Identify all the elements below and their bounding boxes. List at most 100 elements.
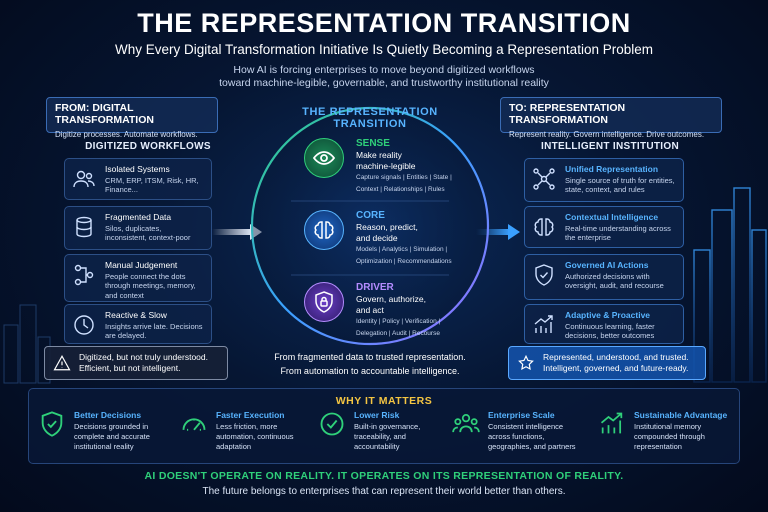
center-title: THE REPRESENTATION TRANSITION [302, 106, 438, 130]
left-summary-note: Digitized, but not truly understood. Eff… [44, 346, 228, 380]
shield-lock-icon [304, 282, 344, 322]
users-icon [71, 166, 97, 192]
shield-check-icon [41, 411, 63, 437]
eye-icon [304, 138, 344, 178]
stage-desc-1: Reason, predict, [356, 222, 418, 232]
benefit-desc-2: traceability, and [354, 431, 406, 441]
benefit-desc-1: Decisions grounded in [74, 422, 149, 431]
card-desc: Single source of truth for entities, sta… [565, 176, 675, 195]
card-desc: CRM, ERP, ITSM, Risk, HR, Finance... [105, 176, 199, 195]
benefit-better-decisions: Better Decisions Decisions grounded in c… [38, 410, 176, 451]
stage-sense: SENSE Make reality machine-legible Captu… [304, 138, 474, 195]
warning-icon [53, 355, 71, 371]
stage-name: DRIVER [356, 282, 394, 293]
benefit-lower-risk: Lower Risk Built-in governance, traceabi… [318, 410, 448, 451]
benefit-desc-3: institutional reality [74, 441, 134, 451]
benefit-title: Sustainable Advantage [634, 410, 728, 420]
page-subtitle: Why Every Digital Transformation Initiat… [115, 42, 653, 57]
stage-name: SENSE [356, 138, 390, 149]
benefit-desc-3: adaptation [216, 441, 252, 451]
left-note-line-2: Efficient, but not intelligent. [79, 363, 181, 373]
right-note-line-1: Represented, understood, and trusted. [543, 351, 689, 362]
star-icon [518, 354, 534, 371]
card-desc: Silos, duplicates, inconsistent, context… [105, 224, 191, 243]
to-box: TO: REPRESENTATION TRANSFORMATION Repres… [500, 97, 722, 139]
benefit-desc-1: Consistent intelligence [488, 422, 564, 431]
benefit-desc-2: automation, continuous [216, 431, 294, 441]
footer-headline: AI DOESN'T OPERATE ON REALITY. IT OPERAT… [144, 470, 624, 482]
benefit-title: Lower Risk [354, 410, 400, 420]
card-desc: Continuous learning, faster decisions, b… [565, 322, 655, 341]
benefit-title: Better Decisions [74, 410, 142, 420]
city-skyline-right-icon [693, 187, 767, 383]
benefit-sustainable-advantage: Sustainable Advantage Institutional memo… [598, 410, 734, 451]
brain-icon [304, 210, 344, 250]
benefit-desc-3: geographies, and partners [488, 441, 576, 451]
stage-items-2: Context | Relationships | Rules [356, 186, 445, 194]
stage-name: CORE [356, 210, 385, 221]
card-title: Manual Judgement [105, 260, 178, 270]
benefit-faster-execution: Faster Execution Less friction, more aut… [180, 410, 314, 451]
from-box-title: FROM: DIGITAL TRANSFORMATION [55, 102, 154, 126]
growth-chart-icon [531, 312, 557, 338]
network-icon [531, 166, 557, 192]
from-box: FROM: DIGITAL TRANSFORMATION Digitize pr… [46, 97, 218, 139]
stage-driver: DRIVER Govern, authorize, and act Identi… [304, 282, 474, 339]
center-caption-line-2: From automation to accountable intellige… [280, 365, 460, 376]
card-title: Unified Representation [565, 164, 659, 174]
card-desc: Insights arrive late. Decisions are dela… [105, 322, 203, 341]
page-title: THE REPRESENTATION TRANSITION [137, 8, 631, 38]
tagline-line-1: How AI is forcing enterprises to move be… [233, 64, 535, 76]
stage-items-2: Optimization | Recommendations [356, 258, 452, 266]
check-circle-icon [320, 412, 344, 436]
database-icon [71, 214, 97, 240]
left-note-line-1: Digitized, but not truly understood. [79, 351, 208, 362]
stage-items-1: Capture signals | Entities | State | [356, 174, 452, 182]
why-it-matters-panel: WHY IT MATTERS [28, 388, 740, 464]
benefit-desc-3: representation [634, 441, 682, 451]
benefit-desc-1: Institutional memory [634, 422, 702, 431]
to-box-title: TO: REPRESENTATION TRANSFORMATION [509, 102, 626, 126]
benefit-desc-3: accountability [354, 441, 400, 451]
speedometer-icon [182, 418, 206, 431]
stage-core: CORE Reason, predict, and decide Models … [304, 210, 474, 267]
stage-items-2: Delegation | Audit | Recourse [356, 330, 440, 338]
growth-chart-icon [600, 412, 623, 434]
card-title: Reactive & Slow [105, 310, 167, 320]
center-caption-line-1: From fragmented data to trusted represen… [274, 352, 466, 362]
right-note-line-2: Intelligent, governed, and future-ready. [543, 363, 689, 373]
arrow-right-icon [476, 224, 520, 240]
card-title: Fragmented Data [105, 212, 172, 222]
to-box-subtitle: Represent reality. Govern intelligence. … [509, 130, 705, 139]
benefit-desc-2: across functions, [488, 431, 545, 441]
left-section-heading: DIGITIZED WORKFLOWS [85, 141, 211, 152]
benefit-desc-2: complete and accurate [74, 431, 150, 441]
center-caption: From fragmented data to trusted represen… [250, 351, 490, 378]
footer-subline: The future belongs to enterprises that c… [202, 486, 566, 497]
right-summary-note: Represented, understood, and trusted. In… [508, 346, 706, 380]
card-title: Governed AI Actions [565, 260, 649, 270]
shield-check-icon [531, 262, 557, 288]
right-section-heading: INTELLIGENT INSTITUTION [540, 141, 679, 152]
team-icon [452, 414, 480, 433]
benefit-desc-1: Built-in governance, [354, 422, 421, 431]
card-desc: Authorized decisions with oversight, aud… [565, 272, 664, 291]
brain-icon [531, 214, 557, 240]
workflow-icon [71, 262, 97, 288]
card-title: Contextual Intelligence [565, 212, 659, 222]
from-box-subtitle: Digitize processes. Automate workflows. [55, 130, 198, 139]
stage-desc-2: and act [356, 305, 384, 316]
stage-desc-2: and decide [356, 233, 398, 244]
card-title: Adaptive & Proactive [565, 310, 651, 320]
benefit-enterprise-scale: Enterprise Scale Consistent intelligence… [452, 410, 592, 451]
benefit-desc-2: compounded through [634, 431, 705, 441]
benefit-title: Faster Execution [216, 410, 285, 420]
